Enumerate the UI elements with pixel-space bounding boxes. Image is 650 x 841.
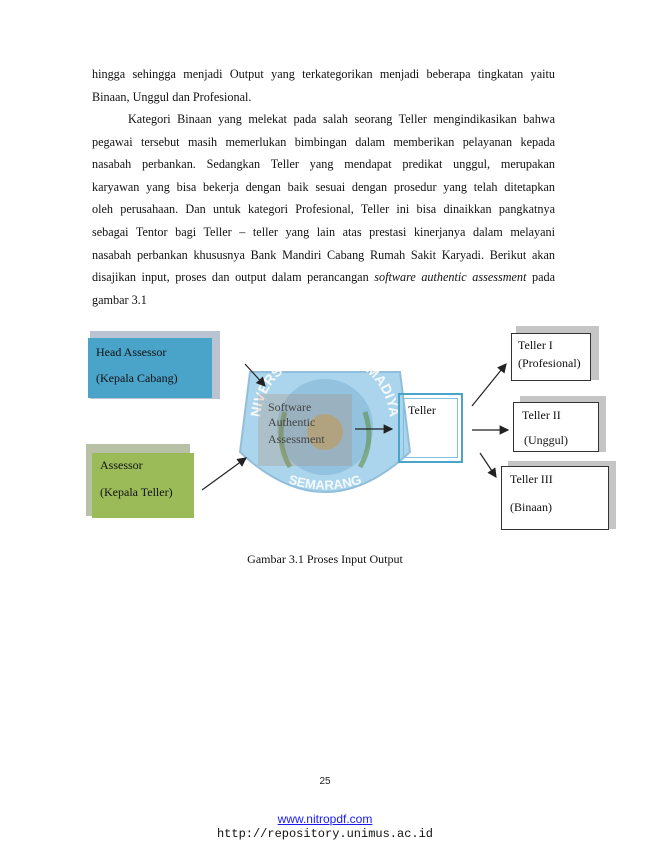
figure-diagram: UNIVERSITAS MUHAMMADIYAH SEMARANG Head A… xyxy=(0,320,650,545)
teller2-box: Teller II (Unggul) xyxy=(513,402,599,452)
paragraph-2: Kategori Binaan yang melekat pada salah … xyxy=(92,108,555,311)
teller3-box: Teller III (Binaan) xyxy=(501,466,609,530)
process-line-2: Authentic xyxy=(268,415,316,429)
teller3-subtitle: (Binaan) xyxy=(510,500,552,514)
paragraph-line: oleh perusahaan. Dan untuk kategori Prof… xyxy=(92,202,555,217)
head-assessor-box: Head Assessor (Kepala Cabang) xyxy=(88,338,212,398)
process-line-3: Assessment xyxy=(268,432,325,446)
text-segment: disajikan input, proses dan output dalam… xyxy=(92,270,375,285)
paragraph-line: hingga sehingga menjadi Output yang terk… xyxy=(92,67,555,81)
paragraph-line: sebagai Tentor bagi Teller – teller yang… xyxy=(92,224,555,239)
logo-leaf-left xyxy=(278,411,293,469)
teller1-box: Teller I (Profesional) xyxy=(511,333,591,381)
head-assessor-subtitle: (Kepala Cabang) xyxy=(96,371,178,385)
process-box: Software Authentic Assessment xyxy=(258,394,352,466)
assessor-box: Assessor (Kepala Teller) xyxy=(92,453,194,518)
text-segment: pada xyxy=(526,270,555,285)
assessor-title: Assessor xyxy=(100,458,143,472)
arrow-assessor-to-process xyxy=(201,457,247,491)
university-logo-watermark: UNIVERSITAS MUHAMMADIYAH SEMARANG xyxy=(230,332,412,493)
figure-caption: Gambar 3.1 Proses Input Output xyxy=(247,552,403,566)
paragraph-line: nasabah perbankan. Sedangkan Teller yang… xyxy=(92,157,555,172)
paragraph-1: hingga sehingga menjadi Output yang terk… xyxy=(92,63,555,108)
paragraph-line: Binaan, Unggul dan Profesional. xyxy=(92,89,252,104)
logo-bottom-text: SEMARANG xyxy=(287,472,363,493)
paragraph-line: nasabah perbankan khususnya Bank Mandiri… xyxy=(92,247,555,262)
footer-url: http://repository.unimus.ac.id xyxy=(216,827,434,841)
logo-leaf-right xyxy=(357,411,372,469)
paragraph-line: karyawan yang bisa bekerja dengan baik s… xyxy=(92,179,555,194)
teller2-title: Teller II xyxy=(522,408,561,422)
paragraph-line: Kategori Binaan yang melekat pada salah … xyxy=(128,112,555,126)
paragraph-line: gambar 3.1 xyxy=(92,292,147,307)
teller-label: Teller xyxy=(408,403,436,417)
teller-box: Teller xyxy=(398,393,463,463)
italic-term: software authentic assessment xyxy=(374,270,527,285)
paragraph-line: pegawai tersebut masih memerlukan bimbin… xyxy=(92,134,555,149)
page-number: 25 xyxy=(319,776,331,787)
footer-link[interactable]: www.nitropdf.com xyxy=(277,812,373,826)
teller1-title: Teller I xyxy=(518,338,553,352)
process-line-1: Software xyxy=(268,400,312,414)
head-assessor-title: Head Assessor xyxy=(96,345,167,359)
assessor-subtitle: (Kepala Teller) xyxy=(100,485,173,499)
teller-inner-border xyxy=(403,398,458,458)
arrow-teller-to-teller3 xyxy=(479,452,497,478)
arrow-head-assessor-to-process xyxy=(244,363,266,387)
teller2-subtitle: (Unggul) xyxy=(524,433,568,447)
teller3-title: Teller III xyxy=(510,472,553,486)
diagram-arrows xyxy=(201,363,510,491)
logo-sun-emblem xyxy=(307,414,343,450)
teller1-subtitle: (Profesional) xyxy=(518,356,581,370)
arrow-teller-to-teller1 xyxy=(471,363,507,407)
paragraph-line-mixed: disajikan input, proses dan output dalam… xyxy=(92,266,555,289)
